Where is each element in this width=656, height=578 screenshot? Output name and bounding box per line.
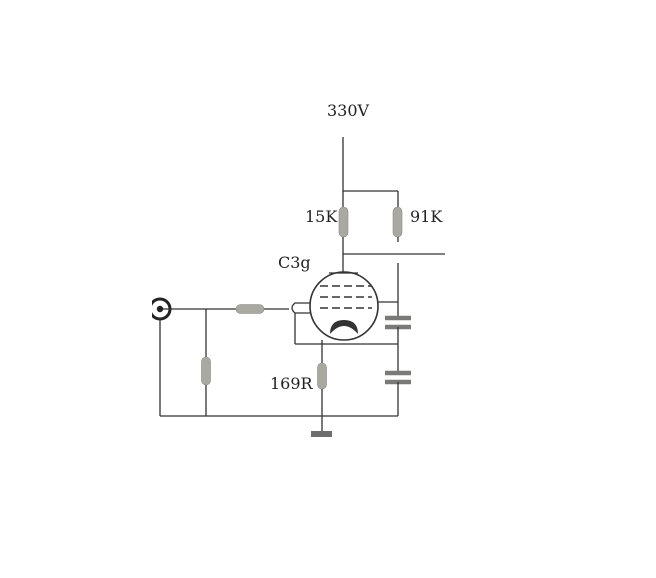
cathode-resistor-169r: [317, 362, 327, 390]
cathode-resistor-label: 169R: [270, 374, 314, 393]
input-jack-center: [156, 305, 164, 313]
bypass-resistor-91k: [392, 206, 403, 238]
tube-cathode: [330, 320, 358, 334]
tube-label: C3g: [278, 253, 311, 272]
bypass-resistor-label: 91K: [410, 207, 443, 226]
grid-stopper-resistor: [235, 304, 265, 314]
plate-resistor-label: 15K: [305, 207, 338, 226]
input-jack-opening: [146, 300, 152, 318]
supply-voltage-label: 330V: [327, 101, 370, 120]
plate-resistor-15k: [338, 206, 349, 238]
grid-leak-resistor: [201, 356, 211, 386]
tube-envelope: [309, 271, 379, 341]
tube-grid-pin: [291, 302, 310, 314]
ground-symbol: [311, 431, 332, 437]
